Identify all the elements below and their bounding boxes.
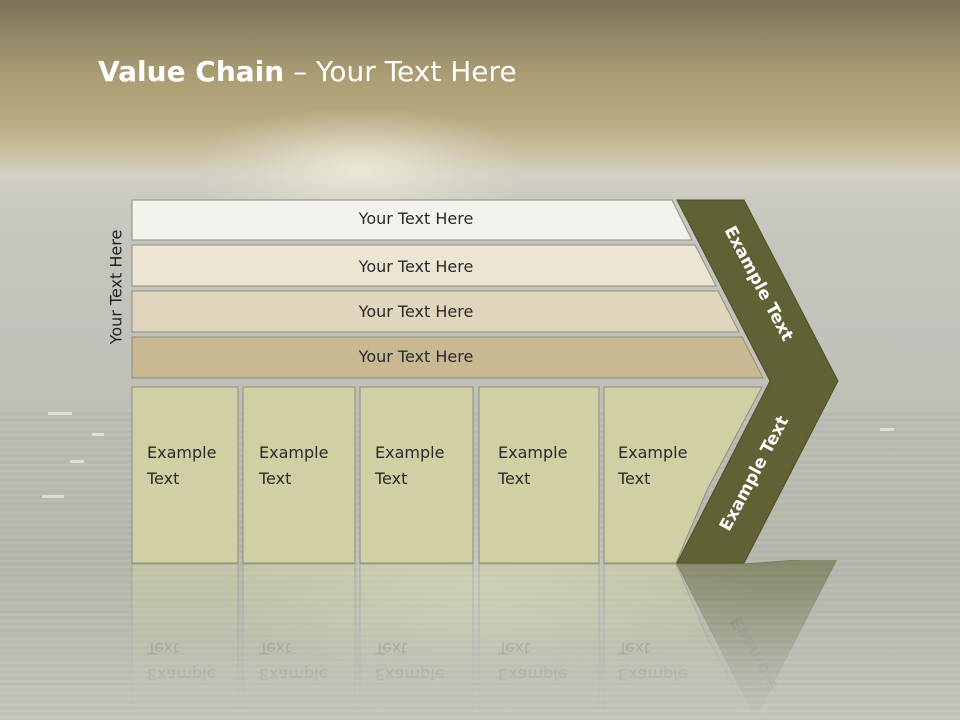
support-bar-2-label: Your Text Here <box>358 257 474 276</box>
column-3 <box>359 386 474 564</box>
reflection-column-label: ExampleText <box>497 639 567 684</box>
slide-title: Value Chain – Your Text Here <box>98 55 517 88</box>
column-1 <box>131 386 239 564</box>
support-bar-4 <box>131 336 764 379</box>
column-2-line-1: Example <box>259 443 328 462</box>
column-4-line-1: Example <box>498 443 567 462</box>
support-bar-2 <box>131 244 717 287</box>
city-light <box>70 460 84 463</box>
diagram-reflection: ExampleText ExampleText ExampleText Exam… <box>131 556 839 720</box>
reflection-column <box>478 563 600 720</box>
title-bold: Value Chain <box>98 55 285 88</box>
column-5-line-2: Text <box>617 469 650 488</box>
column-5 <box>603 386 763 564</box>
support-bar-1-label: Your Text Here <box>358 209 474 228</box>
title-rest: – Your Text Here <box>284 55 517 88</box>
city-light <box>42 495 64 498</box>
column-3-line-1: Example <box>375 443 444 462</box>
reflection-column <box>603 563 752 720</box>
column-4-line-2: Text <box>497 469 530 488</box>
reflection-arrow <box>676 556 839 720</box>
support-bar-1 <box>131 199 693 241</box>
column-3-line-2: Text <box>374 469 407 488</box>
column-5-line-1: Example <box>618 443 687 462</box>
column-1-line-2: Text <box>146 469 179 488</box>
support-bars: Your Text Here Your Text Here Your Text … <box>131 199 764 379</box>
support-bar-3-label: Your Text Here <box>358 302 474 321</box>
support-bar-3 <box>131 290 740 333</box>
city-light <box>880 428 894 431</box>
reflection-column-label: ExampleText <box>146 639 216 684</box>
support-bar-4-label: Your Text Here <box>358 347 474 366</box>
reflection-column <box>131 563 239 720</box>
reflection-column <box>359 563 474 720</box>
city-light <box>48 412 72 415</box>
column-1-line-1: Example <box>147 443 216 462</box>
column-4 <box>478 386 600 564</box>
reflection-column-label: ExampleText <box>617 639 687 684</box>
margin-arrow <box>676 199 839 564</box>
column-2 <box>242 386 356 564</box>
reflection-column-label: ExampleText <box>374 639 444 684</box>
reflection-column <box>242 563 356 720</box>
city-light <box>92 433 104 436</box>
column-2-line-2: Text <box>258 469 291 488</box>
reflection-column-label: ExampleText <box>258 639 328 684</box>
